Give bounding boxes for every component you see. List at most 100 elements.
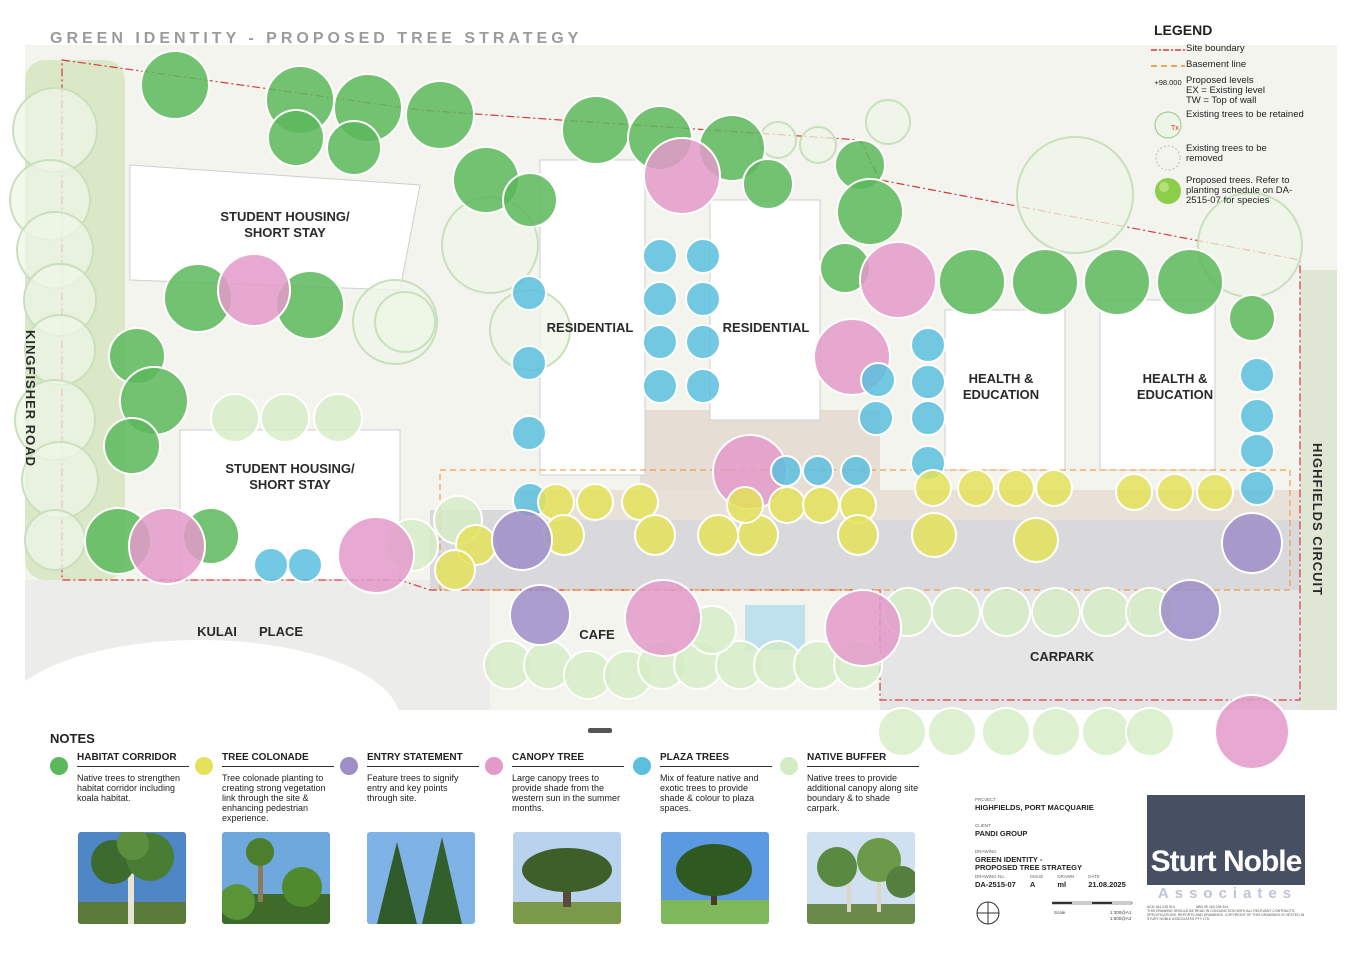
tree-colonade — [434, 549, 476, 591]
tree-canopy — [217, 253, 291, 327]
label-residential-1: RESIDENTIAL — [547, 320, 634, 335]
title-block: PROJECT HIGHFIELDS, PORT MACQUARIE CLIEN… — [975, 790, 1145, 889]
note-plaza-desc: Mix of feature native and exotic trees t… — [660, 773, 759, 813]
tree-plaza — [511, 415, 547, 451]
legend-title: LEGEND — [1154, 22, 1213, 38]
project-caption: PROJECT — [975, 797, 997, 802]
proposed-line-3: 2515-07 for species — [1186, 195, 1270, 206]
legend-basement-label: Basement line — [1186, 59, 1247, 70]
tree-plaza — [1239, 470, 1275, 506]
tree-plaza — [685, 238, 721, 274]
tree-buffer — [1031, 707, 1081, 757]
tree-buffer — [313, 393, 363, 443]
tree-plaza — [642, 324, 678, 360]
legend: LEGEND Site boundary Basement line +98.0… — [1150, 22, 1350, 210]
drawing-line-1: GREEN IDENTITY - — [975, 855, 1043, 864]
scale-bar: Scale 1:300@A1 1:600@A3 — [1051, 900, 1142, 922]
tree-habitat — [1228, 294, 1276, 342]
tree-buffer — [927, 707, 977, 757]
tree-buffer — [877, 707, 927, 757]
site-boundary-symbol — [1151, 49, 1185, 51]
note-entry-desc: Feature trees to signify entry and key p… — [367, 773, 459, 803]
tree-colonade — [1196, 473, 1234, 511]
tree-colonade — [997, 469, 1035, 507]
company-logo: Sturt Noble — [1147, 795, 1305, 885]
tree-canopy — [337, 516, 415, 594]
tree-habitat — [140, 50, 210, 120]
tree-plaza — [642, 281, 678, 317]
tree-plaza — [910, 327, 946, 363]
tree-plaza — [1239, 433, 1275, 469]
tree-habitat — [405, 80, 475, 150]
tree-plaza — [642, 238, 678, 274]
tree-entry — [509, 584, 571, 646]
tree-plaza — [770, 455, 802, 487]
label-health-1-line1: HEALTH & — [969, 371, 1034, 386]
tree-colonade — [768, 486, 806, 524]
label-carpark: CARPARK — [1030, 649, 1095, 664]
tree-plaza — [253, 547, 289, 583]
label-student-housing-2-line1: STUDENT HOUSING/ — [225, 461, 355, 476]
drawn-caption: DRAWN — [1057, 874, 1075, 879]
note-colonade-desc: Tree colonade planting to creating stron… — [222, 773, 326, 823]
tree-buffer — [1125, 707, 1175, 757]
levels-line-1: Proposed levels — [1186, 75, 1254, 86]
building-health-2 — [1099, 299, 1216, 471]
tree-habitat — [267, 109, 325, 167]
tree-canopy — [128, 507, 206, 585]
existing-tree — [799, 126, 837, 164]
tree-canopy — [643, 137, 721, 215]
highfields-road — [1300, 270, 1337, 710]
company-subtitle: Associates — [1157, 885, 1298, 902]
legend-retained-label: Existing trees to be retained — [1186, 109, 1304, 120]
tree-buffer — [1031, 587, 1081, 637]
scale-bar-graphic — [1051, 901, 1133, 905]
proposed-line-1: Proposed trees. Refer to — [1186, 175, 1290, 186]
tree-habitat — [836, 178, 904, 246]
tree-plaza — [840, 455, 872, 487]
removed-tree-icon — [1155, 145, 1181, 171]
north-arrow-icon — [976, 901, 1000, 925]
tree-buffer — [260, 393, 310, 443]
tree-plaza — [511, 345, 547, 381]
issue-value: A — [1029, 880, 1036, 889]
tree-colonade — [914, 469, 952, 507]
basement-line — [439, 469, 1291, 591]
tree-plaza — [858, 400, 894, 436]
disclaimer-text: THIS DRAWING SHOULD BE READ IN CONJUNCTI… — [1147, 909, 1305, 921]
tree-plaza — [511, 275, 547, 311]
tree-plaza — [860, 362, 896, 398]
tree-habitat — [742, 158, 794, 210]
note-habitat-desc: Native trees to strengthen habitat corri… — [77, 773, 181, 803]
canopy-dot-icon — [485, 757, 503, 775]
scale-a1: 1:300@A1 — [1110, 910, 1132, 915]
drawing-no-caption: DRAWING No. — [975, 874, 1005, 879]
drawn-value: ml — [1057, 880, 1067, 889]
native-buffer-photo — [807, 832, 915, 924]
tree-plaza — [685, 324, 721, 360]
legend-basement-line: Basement line — [1150, 60, 1350, 72]
tree-colonade — [837, 514, 879, 556]
tree-colonade — [1035, 469, 1073, 507]
label-place: PLACE — [259, 624, 303, 639]
building-health-1 — [944, 309, 1066, 471]
note-buffer-title: NATIVE BUFFER — [807, 752, 919, 767]
tree-buffer — [981, 587, 1031, 637]
tree-colonade — [634, 514, 676, 556]
label-student-housing-1-line2: SHORT STAY — [244, 225, 326, 240]
legend-levels: +98.000 Proposed levels EX = Existing le… — [1150, 76, 1350, 106]
scale-a3: 1:600@A3 — [1110, 916, 1132, 921]
building-residential-2 — [709, 199, 821, 421]
label-kingfisher-road: KINGFISHER ROAD — [23, 330, 38, 467]
tree-plaza — [802, 455, 834, 487]
scale-caption: Scale — [1054, 910, 1066, 915]
tree-buffer — [981, 707, 1031, 757]
note-canopy-desc: Large canopy trees to provide shade from… — [512, 773, 621, 813]
drawing-no-value: DA-2515-07 — [975, 880, 1016, 889]
label-health-2-line1: HEALTH & — [1143, 371, 1208, 386]
tree-habitat — [1011, 248, 1079, 316]
buffer-dot-icon — [780, 757, 798, 775]
tree-colonade — [726, 486, 764, 524]
client-caption: CLIENT — [975, 823, 992, 828]
note-colonade-title: TREE COLONADE — [222, 752, 334, 767]
